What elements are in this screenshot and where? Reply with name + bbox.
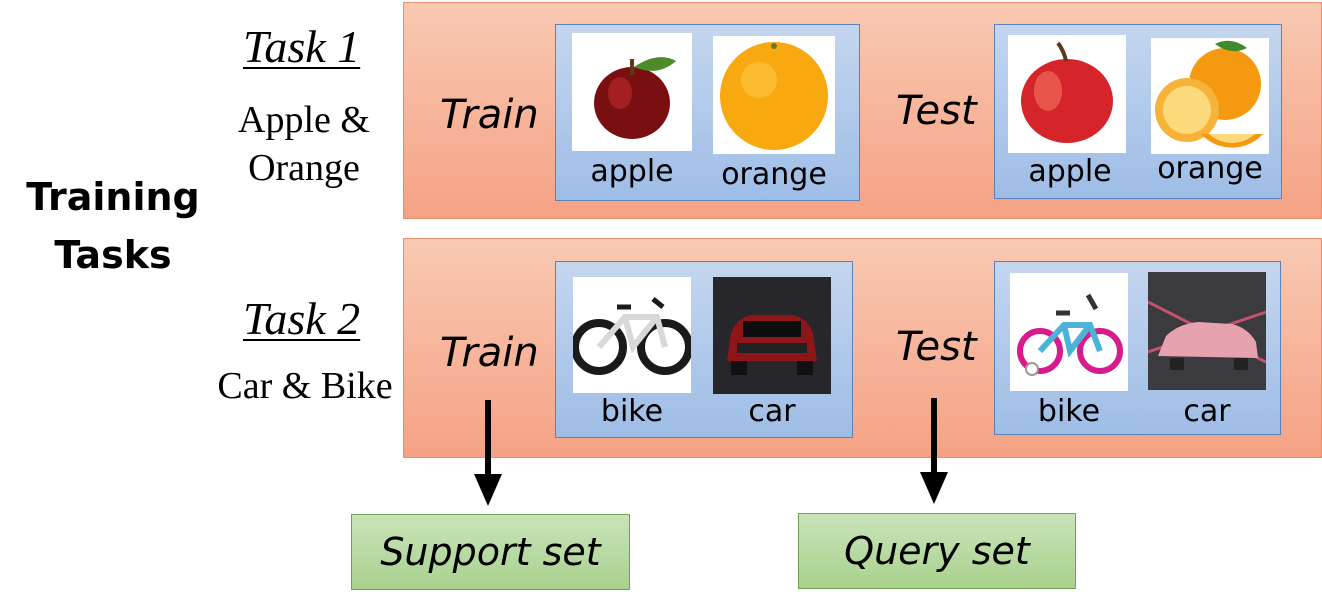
car-test-image — [1147, 272, 1267, 390]
task-1-train-label: Train — [440, 92, 539, 138]
support-set-box: Support set — [351, 514, 630, 590]
support-arrow-shaft — [485, 400, 491, 476]
bike-icon — [571, 297, 693, 375]
apple-icon — [1021, 41, 1113, 143]
support-arrow-head — [474, 474, 502, 506]
orange-icon — [1155, 40, 1263, 148]
car-image — [713, 277, 831, 394]
task-1-label: Task 1 — [243, 21, 361, 72]
query-arrow-shaft — [931, 398, 937, 474]
task-2-train-item-2: car — [748, 394, 796, 429]
task-2-label: Task 2 — [243, 293, 361, 344]
bike-icon — [1017, 293, 1123, 376]
bike-image — [571, 277, 693, 393]
task-2-train-item-1: bike — [600, 394, 664, 429]
car-icon — [1147, 272, 1267, 390]
bike-test-image — [1010, 273, 1128, 391]
task-2-test-item-2: car — [1183, 394, 1231, 429]
orange-test-image — [1151, 38, 1269, 154]
task-2-desc-line-1: Car & Bike — [217, 365, 393, 407]
apple-icon — [594, 57, 676, 139]
task-1-desc-line-2: Orange — [248, 147, 360, 189]
car-icon — [713, 277, 831, 394]
title-line-1: Training — [26, 175, 200, 219]
task-1-test-label: Test — [896, 88, 977, 134]
task-2-test-item-1: bike — [1037, 394, 1101, 429]
query-set-box: Query set — [798, 513, 1076, 589]
task-2-test-label: Test — [896, 324, 977, 370]
training-tasks-title: Training Tasks — [18, 168, 208, 284]
task-2-train-label: Train — [440, 330, 539, 376]
task-1-test-item-1: apple — [1028, 154, 1112, 189]
apple-image — [572, 33, 692, 151]
query-arrow-head — [920, 472, 948, 504]
task-1-train-item-1: apple — [590, 154, 674, 189]
apple-test-image — [1008, 35, 1126, 153]
task-2-description: Car & Bike — [205, 362, 405, 410]
task-1-description: Apple & Orange — [220, 96, 388, 192]
orange-image — [713, 36, 835, 154]
orange-icon — [720, 42, 828, 150]
task-1-test-item-2: orange — [1157, 151, 1263, 186]
task-1-train-item-2: orange — [721, 157, 827, 192]
task-1-desc-line-1: Apple & — [238, 99, 370, 141]
title-line-2: Tasks — [54, 233, 172, 277]
